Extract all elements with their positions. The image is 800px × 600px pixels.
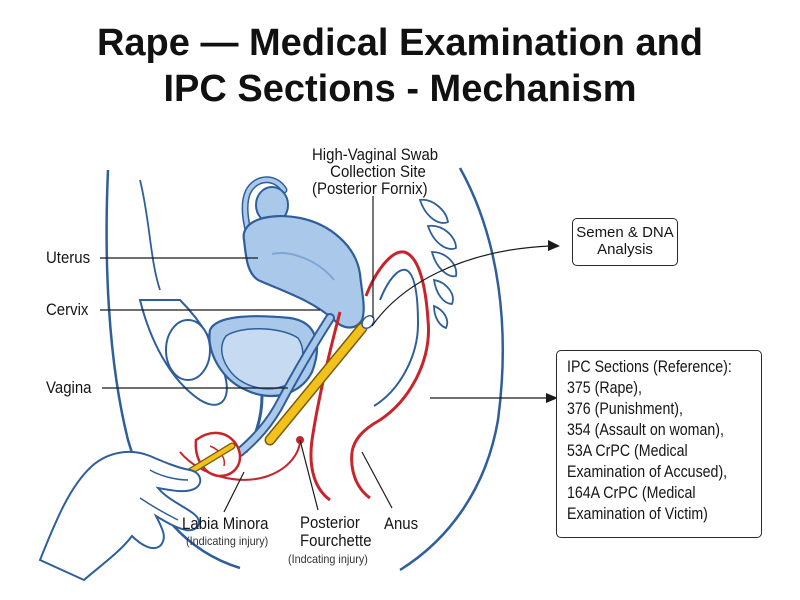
- ipc-line: 376 (Punishment),: [567, 400, 683, 418]
- uterus-shape: [242, 214, 365, 329]
- sacrum-vertebrae: [418, 198, 458, 330]
- leader-lines: [100, 196, 551, 513]
- label-hvs-line-3: (Posterior Fornix): [312, 179, 428, 198]
- label-hvs-line-2: Collection Site: [330, 162, 426, 181]
- ipc-line: Examination of Accused),: [567, 463, 728, 481]
- ipc-line: Examination of Victim): [567, 505, 708, 523]
- arrow-heads: [546, 240, 560, 403]
- anal-canal: [350, 451, 371, 500]
- label-cervix: Cervix: [46, 300, 89, 319]
- label-hvs-site: High-Vaginal Swab Collection Site (Poste…: [312, 146, 444, 197]
- page-title: Rape — Medical Examination and IPC Secti…: [0, 20, 800, 112]
- ipc-sections-box: IPC Sections (Reference): 375 (Rape), 37…: [556, 350, 762, 538]
- semen-dna-box: Semen & DNA Analysis: [572, 218, 678, 266]
- label-hvs-line-1: High-Vaginal Swab: [312, 145, 439, 164]
- perineal-tissue: [309, 311, 342, 502]
- ipc-heading: IPC Sections (Reference):: [567, 358, 732, 376]
- label-fourchette-line-1: Posterior: [300, 513, 360, 532]
- ipc-line: 164A CrPC (Medical: [567, 484, 696, 502]
- body-outline-front: [399, 167, 504, 572]
- gloved-hand: [38, 450, 202, 582]
- abdomen-line: [139, 179, 161, 291]
- rectum-outer: [350, 250, 430, 453]
- label-anus: Anus: [384, 514, 419, 533]
- ipc-line: 375 (Rape),: [567, 379, 642, 397]
- body-outline-back: [105, 169, 241, 570]
- semen-box-line-2: Analysis: [597, 241, 653, 258]
- pubic-symphysis: [165, 319, 211, 381]
- label-labia-note: (Indicating injury): [186, 534, 269, 548]
- semen-box-line-1: Semen & DNA: [576, 224, 674, 241]
- label-posterior-fourchette: Posterior Fourchette: [300, 514, 372, 550]
- ipc-line: 354 (Assault on woman),: [567, 421, 724, 439]
- label-fourchette-line-2: Fourchette: [300, 531, 372, 550]
- rectum-inner: [373, 268, 420, 407]
- ipc-line: 53A CrPC (Medical: [567, 442, 688, 460]
- title-line-2: IPC Sections - Mechanism: [163, 68, 637, 110]
- label-uterus: Uterus: [46, 248, 91, 267]
- label-vagina: Vagina: [46, 378, 92, 397]
- label-fourchette-note: (Indcating injury): [288, 552, 368, 566]
- uterus-cavity: [271, 252, 335, 281]
- title-line-1: Rape — Medical Examination and: [96, 22, 704, 64]
- label-labia-minora: Labia Minora: [182, 514, 269, 533]
